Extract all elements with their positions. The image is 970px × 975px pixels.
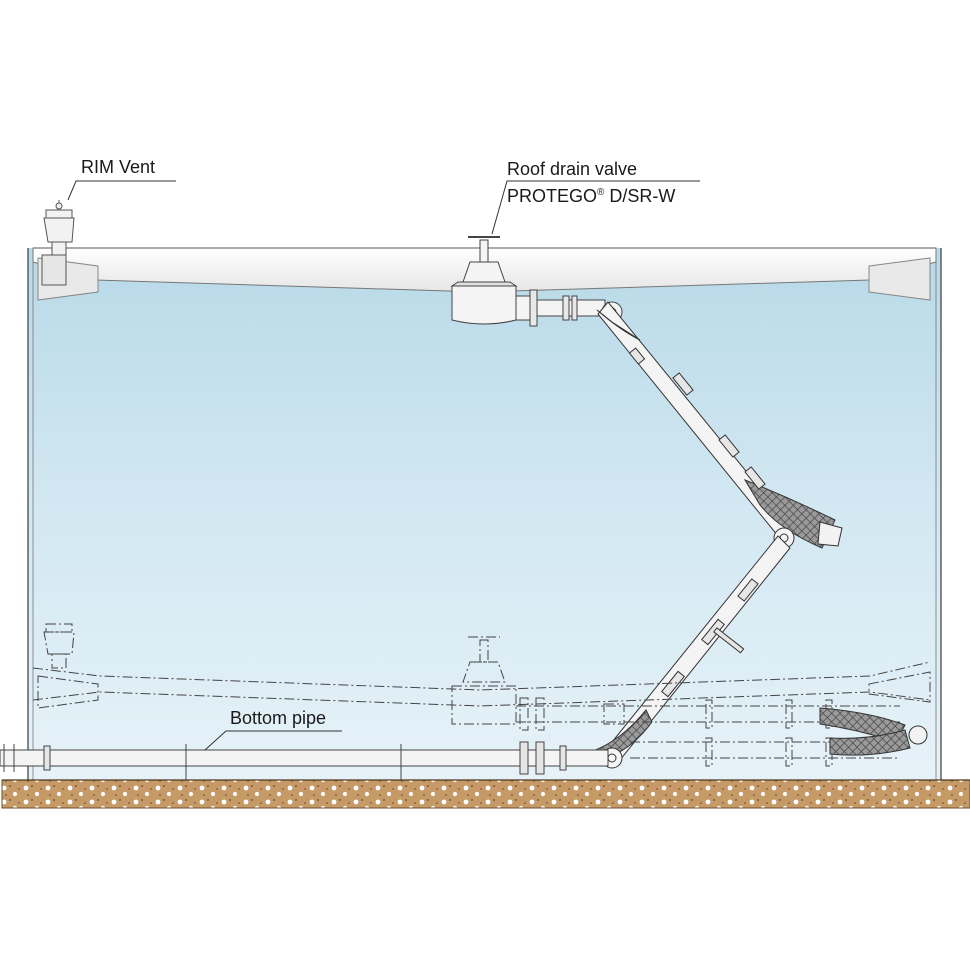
model-name: PROTEGO [507, 186, 598, 206]
model-suffix: D/SR-W [604, 186, 676, 206]
bottom-pipe [0, 741, 609, 780]
registered-mark: ® [597, 187, 605, 198]
roof-drain-valve-label: Roof drain valve [507, 159, 638, 179]
phantom-hose [819, 707, 928, 756]
model-label: PROTEGO® D/SR-W [507, 187, 675, 205]
articulated-drain-pipe [588, 301, 843, 769]
rim-vent-label: RIM Vent [81, 157, 156, 177]
rim-vent-top [41, 200, 75, 286]
leader-lines [67, 180, 700, 751]
rim-vent-leader [67, 180, 176, 201]
bottom-pipe-leader [204, 730, 342, 751]
roof-drain-leader [491, 180, 700, 235]
bottom-pipe-label: Bottom pipe [230, 708, 327, 728]
ground [1, 779, 970, 809]
